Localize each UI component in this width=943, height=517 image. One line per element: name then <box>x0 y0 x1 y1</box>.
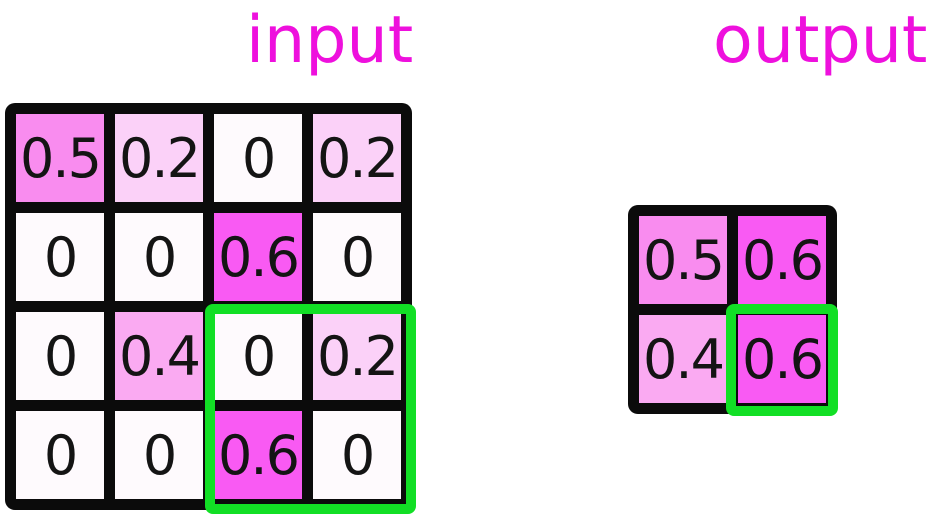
input-matrix-cell: 0 <box>115 213 203 301</box>
input-matrix-cell: 0.2 <box>115 114 203 202</box>
input-matrix-cell: 0 <box>313 411 401 499</box>
output-matrix-cell: 0.4 <box>639 315 727 403</box>
output-matrix-cell: 0.5 <box>639 216 727 304</box>
input-matrix-cell: 0.2 <box>313 312 401 400</box>
input-matrix-cell: 0.6 <box>214 213 302 301</box>
output-matrix-cell: 0.6 <box>738 315 826 403</box>
input-matrix-cell: 0 <box>16 411 104 499</box>
input-matrix-cell: 0 <box>16 213 104 301</box>
input-matrix-cell: 0 <box>313 213 401 301</box>
input-matrix-cell: 0 <box>214 312 302 400</box>
input-grid-title: input <box>246 2 414 78</box>
input-matrix-cell: 0.4 <box>115 312 203 400</box>
input-matrix-cell: 0.2 <box>313 114 401 202</box>
input-matrix-cell: 0.5 <box>16 114 104 202</box>
output-grid-title: output <box>713 2 928 78</box>
input-matrix-cell: 0 <box>16 312 104 400</box>
input-matrix-cell: 0.6 <box>214 411 302 499</box>
input-matrix-cell: 0 <box>214 114 302 202</box>
output-matrix-cell: 0.6 <box>738 216 826 304</box>
input-matrix-cell: 0 <box>115 411 203 499</box>
